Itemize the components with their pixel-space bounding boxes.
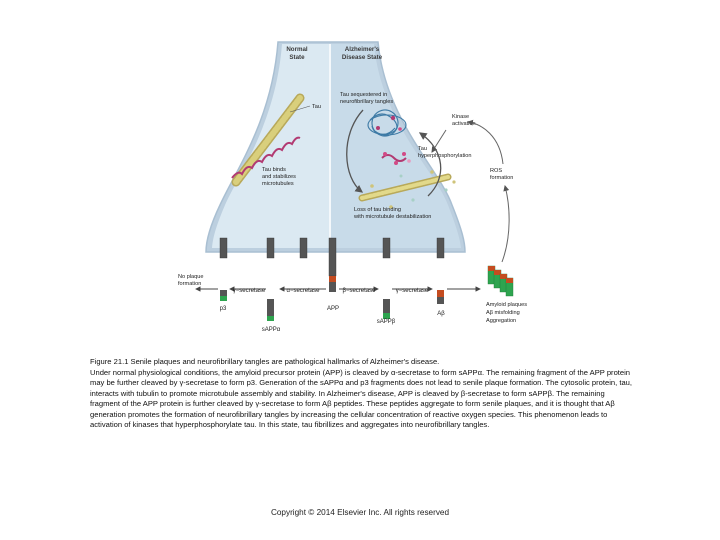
app-label: APP [327,306,339,312]
plaque-to-ros-arrow [501,185,510,263]
no-plaque-line2: formation [178,281,201,287]
tau-binds-line2: and stabilizes [262,174,296,180]
app-protein-2 [266,237,275,259]
destabilized-microtubule [358,170,456,209]
sappb-fragment [383,299,390,319]
loss-tau-line1: Loss of tau binding [354,207,401,213]
tau-sequestered-line2: neurofibrillary tangles [340,99,393,105]
copyright-notice: Copyright © 2014 Elsevier Inc. All right… [270,508,450,517]
ros-to-kinase-arrow [467,119,504,165]
app-protein-5 [382,237,391,259]
ros-line1: ROS [490,168,502,174]
p3-label: p3 [220,306,227,312]
stable-microtubule [231,93,305,187]
kinase-line2: activation [452,121,476,127]
sappa-fragment [267,299,274,321]
beta-secretase-label: β−secretase [343,288,377,294]
tau-binds-line3: microtubules [262,181,294,187]
amyloid-line2: Aβ misfolding [486,310,520,316]
app-protein-4 [328,237,337,277]
normal-state-region [212,44,330,248]
app-protein-1 [219,237,228,259]
neurofibrillary-tangle [367,109,407,137]
ros-line2: formation [490,175,513,181]
normal-state-header-line1: Normal [286,46,308,53]
app-proteins [219,237,445,277]
app-membrane-protein [329,276,336,292]
app-protein-3 [299,237,308,259]
amyloid-line1: Amyloid plaques [486,302,527,308]
kinase-line1: Kinase [452,114,469,120]
caption-title: Figure 21.1 Senile plaques and neurofibr… [90,357,440,366]
alpha-secretase-label: α−secretase [287,288,321,294]
amyloid-plaque-stack [487,265,514,297]
tau-hyper-line2: hyperphosphorylation [418,153,472,159]
ad-state-header-line2: Disease State [342,54,383,61]
kinase-arrow [431,129,447,153]
p3-fragment [220,290,227,301]
app-protein-6 [436,237,445,259]
cycle-arrow-up [418,132,442,197]
tau-hyper-line1: Tau [418,146,427,152]
gamma-secretase-left-label: γ−secretase [233,288,266,294]
tau-leader-line [289,105,311,113]
tau-protein [231,136,301,179]
sappb-label: sAPPβ [377,319,396,325]
sappa-label: sAPPα [262,327,281,333]
alzheimer-pathology-diagram: Normal State Alzheimer's Disease State T… [178,41,527,333]
cycle-arrow-down [346,109,364,193]
caption-body: Under normal physiological conditions, t… [90,367,633,430]
ad-state-header-line1: Alzheimer's [345,46,380,53]
abeta-fragment [437,290,444,304]
normal-state-header-line2: State [289,54,305,61]
tau-label: Tau [312,104,321,110]
abeta-label: Aβ [437,311,445,317]
loss-tau-line2: with microtubule destabilization [353,214,431,220]
tau-binds-line1: Tau binds [262,167,286,173]
hyperphosphorylated-tau [381,152,411,165]
gamma-secretase-right-label: γ−secretase [396,288,429,294]
figure-caption: Figure 21.1 Senile plaques and neurofibr… [90,357,635,431]
no-plaque-line1: No plaque [178,274,204,280]
tau-sequestered-line1: Tau sequestered in [340,92,387,98]
amyloid-line3: Aggregation [486,318,516,324]
